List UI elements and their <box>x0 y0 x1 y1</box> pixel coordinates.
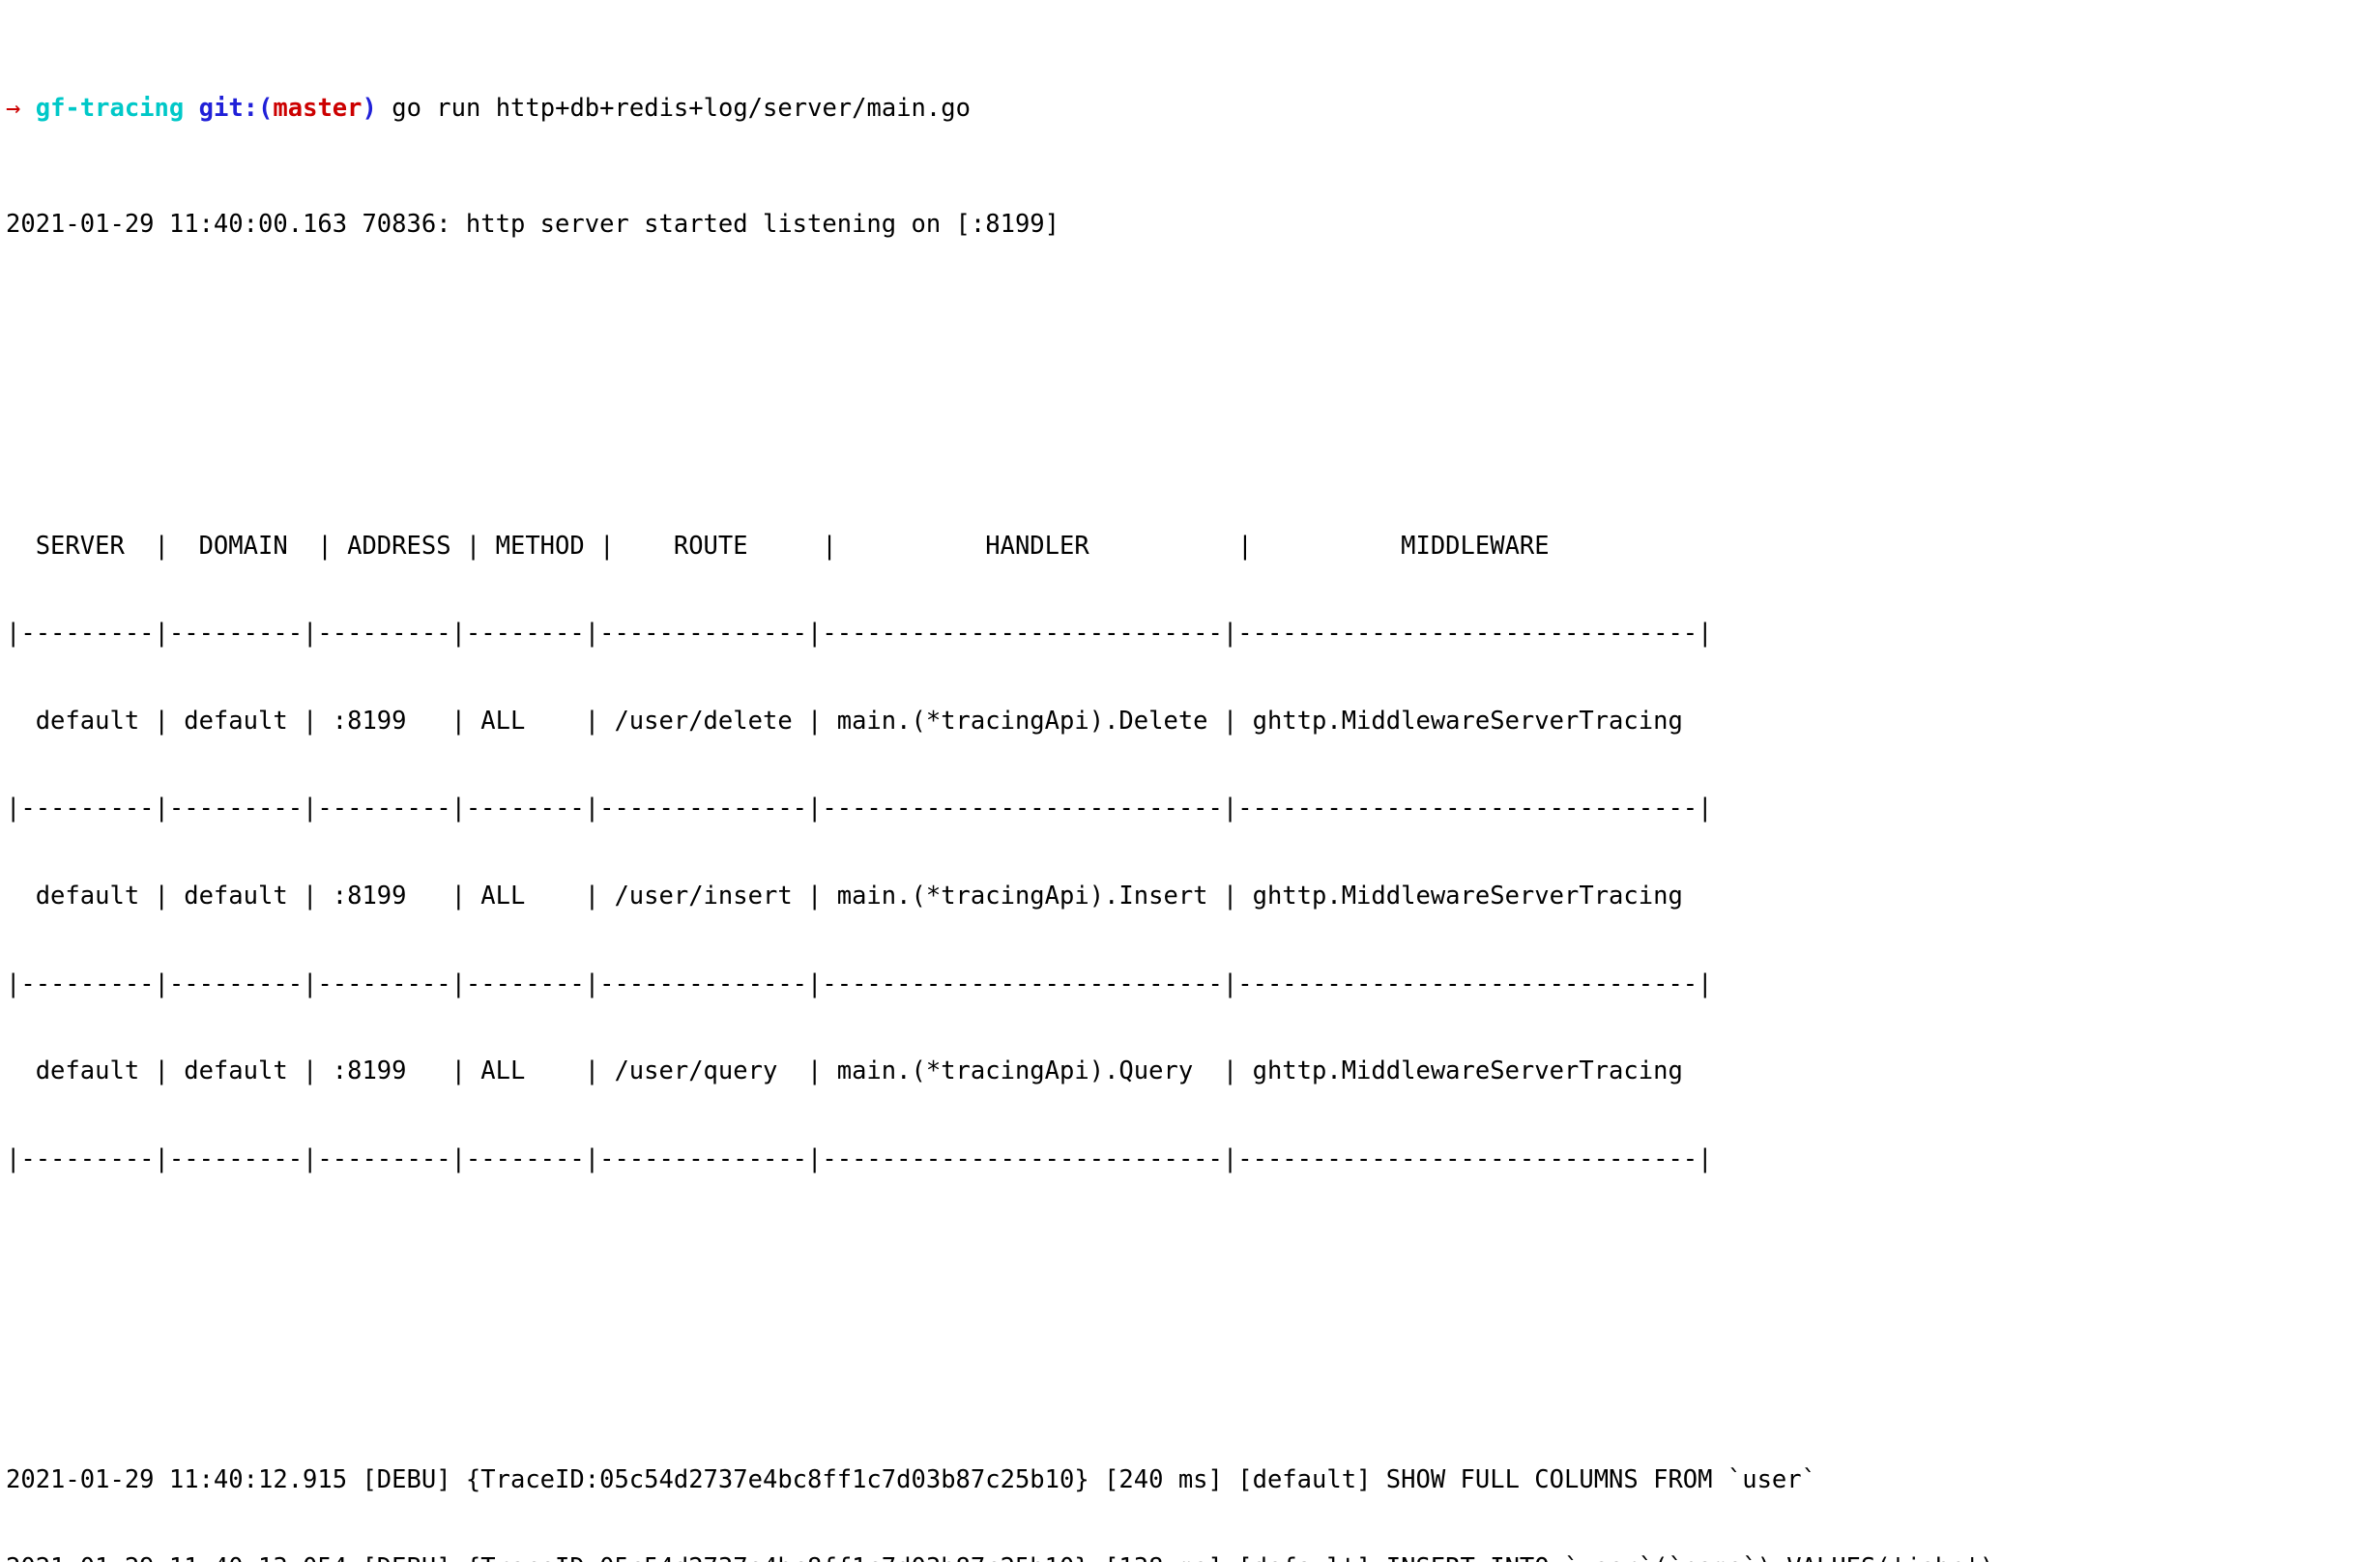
server-startup-line: 2021-01-29 11:40:00.163 70836: http serv… <box>6 210 1060 240</box>
route-table-separator-1: |---------|---------|---------|--------|… <box>6 794 1713 824</box>
prompt-line: → gf-tracing git:(master) go run http+db… <box>6 94 2380 123</box>
table-row: default | default | :8199 | ALL | /user/… <box>6 1056 1713 1086</box>
prompt-command: go run http+db+redis+log/server/main.go <box>376 93 971 123</box>
log-line: 2021-01-29 11:40:12.915 [DEBU] {TraceID:… <box>6 1464 1816 1494</box>
table-row: default | default | :8199 | ALL | /user/… <box>6 881 1713 911</box>
route-table-separator-top: |---------|---------|---------|--------|… <box>6 619 1713 649</box>
prompt-repo-name: gf-tracing <box>35 93 185 123</box>
spacer-4 <box>6 1348 2380 1377</box>
prompt-git-branch: master <box>273 93 363 123</box>
prompt-paren-close: ) <box>362 93 377 123</box>
prompt-git-label: git: <box>198 93 259 123</box>
spacer-1 <box>6 327 2380 356</box>
log-line: 2021-01-29 11:40:13.054 [DEBU] {TraceID:… <box>6 1553 2380 1562</box>
spacer-3 <box>6 1261 2380 1290</box>
prompt-arrow-icon: → <box>6 93 21 123</box>
route-table-separator-bottom: |---------|---------|---------|--------|… <box>6 1143 1713 1173</box>
route-table-header: SERVER | DOMAIN | ADDRESS | METHOD | ROU… <box>6 531 1713 561</box>
table-row: default | default | :8199 | ALL | /user/… <box>6 706 1713 736</box>
spacer-2 <box>6 415 2380 444</box>
prompt-paren-open: ( <box>258 93 274 123</box>
route-table-separator-2: |---------|---------|---------|--------|… <box>6 969 1713 998</box>
